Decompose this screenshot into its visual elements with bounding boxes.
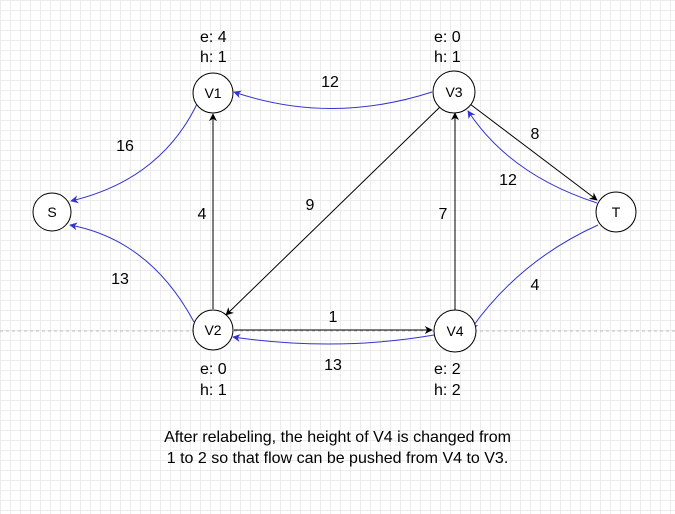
edge-v4-v2[interactable]	[232, 334, 435, 345]
edge-label-v1-s: 16	[116, 138, 134, 155]
edge-label-v2-s: 13	[111, 271, 129, 288]
edge-label-v3-t: 8	[531, 126, 540, 143]
node-t[interactable]: T	[595, 191, 637, 233]
edge-t-v3[interactable]	[467, 110, 598, 204]
node-v1-label: V1	[204, 85, 221, 101]
edge-v3-v1[interactable]	[233, 90, 433, 109]
edge-label-v4-v3: 7	[439, 206, 448, 223]
edge-v2-s[interactable]	[69, 222, 195, 323]
v2-excess: e: 0	[200, 361, 227, 378]
node-v1[interactable]: V1	[192, 72, 234, 114]
v3-excess: e: 0	[434, 29, 461, 46]
edge-v3-v2[interactable]	[225, 105, 442, 316]
v2-height: h: 1	[200, 382, 227, 399]
v1-excess: e: 4	[200, 29, 227, 46]
v4-height: h: 2	[434, 382, 461, 399]
v1-height: h: 1	[200, 49, 227, 66]
edge-t-v4[interactable]	[470, 224, 599, 330]
node-t-label: T	[612, 204, 621, 220]
edge-label-t-v3: 12	[499, 172, 517, 189]
diagram-caption: After relabeling, the height of V4 is ch…	[164, 429, 511, 467]
edge-v3-t[interactable]	[469, 103, 598, 201]
edge-label-v2-v4: 1	[329, 309, 338, 326]
edge-label-v2-v1: 4	[198, 206, 207, 223]
edge-label-v4-v2: 13	[324, 357, 342, 374]
edge-label-v3-v1: 12	[321, 74, 339, 91]
node-v3-label: V3	[445, 84, 462, 100]
edge-v1-s[interactable]	[70, 103, 198, 204]
node-s-label: S	[47, 204, 56, 220]
edge-label-t-v4: 4	[531, 277, 540, 294]
node-s[interactable]: S	[32, 192, 72, 232]
node-v2-label: V2	[204, 322, 221, 338]
node-v4[interactable]: V4	[433, 309, 477, 353]
v4-excess: e: 2	[434, 361, 461, 378]
node-v3[interactable]: V3	[432, 70, 476, 114]
node-v2[interactable]: V2	[192, 309, 234, 351]
edge-label-v3-v2: 9	[306, 197, 315, 214]
v3-height: h: 1	[434, 49, 461, 66]
node-v4-label: V4	[446, 323, 463, 339]
